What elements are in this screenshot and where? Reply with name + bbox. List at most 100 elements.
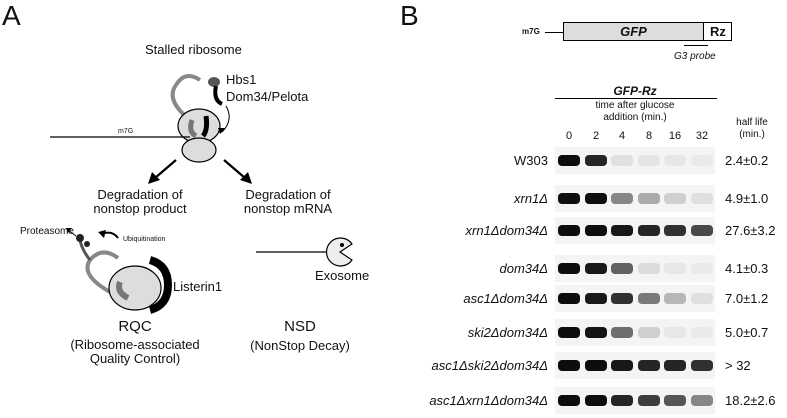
blot-band xyxy=(664,155,686,166)
blot-band xyxy=(691,193,713,204)
strain-label: asc1Δdom34Δ xyxy=(463,291,548,306)
blot-band xyxy=(638,293,660,304)
dom34-label: Dom34/Pelota xyxy=(226,89,309,104)
exosome-icon xyxy=(325,237,353,267)
listerin-label: Listerin1 xyxy=(173,279,223,294)
blot-band xyxy=(585,155,607,166)
blot-band xyxy=(638,155,660,166)
construct-underline xyxy=(555,98,717,99)
blot-band xyxy=(691,263,713,274)
m7g-label-b: m7G xyxy=(522,27,540,36)
lane-label: 4 xyxy=(618,130,626,142)
ubiquitination-label: Ubiquitination xyxy=(123,236,166,243)
probe-line xyxy=(684,45,708,46)
exosome-label: Exosome xyxy=(315,268,370,283)
half-life-label: half life(min.) xyxy=(736,117,768,140)
panel-b-letter: B xyxy=(400,0,419,31)
blot-band xyxy=(558,155,580,166)
strain-label: xrn1Δdom34Δ xyxy=(465,223,548,238)
strain-label: dom34Δ xyxy=(499,261,548,276)
blot-band xyxy=(558,193,580,204)
blot-band xyxy=(691,327,713,338)
arrow-down-left-icon xyxy=(148,172,160,184)
probe-label: G3 probe xyxy=(674,51,716,62)
m7g-label-a: m7G xyxy=(118,128,134,135)
nsd-subtitle: (NonStop Decay) xyxy=(250,338,350,353)
rqc-ribosome-icon xyxy=(108,265,162,311)
blot-band xyxy=(558,225,580,236)
blot-band xyxy=(558,263,580,274)
blot-row xyxy=(555,319,715,346)
half-life-value: 5.0±0.7 xyxy=(725,325,769,340)
blot-band xyxy=(691,225,713,236)
blot-band xyxy=(664,293,686,304)
blot-band xyxy=(585,360,607,371)
blot-band xyxy=(585,193,607,204)
blot-band xyxy=(585,395,607,406)
blot-row xyxy=(555,352,715,379)
blot-band xyxy=(691,395,713,406)
half-life-value: 27.6±3.2 xyxy=(725,223,776,238)
blot-band xyxy=(638,263,660,274)
blot-band xyxy=(611,293,633,304)
blot-band xyxy=(611,360,633,371)
blot-band xyxy=(611,395,633,406)
lane-label: 0 xyxy=(565,130,573,142)
rz-box xyxy=(704,22,732,41)
arrow-down-right-icon xyxy=(240,172,252,184)
blot-band xyxy=(664,193,686,204)
blot-band xyxy=(691,293,713,304)
blot-band xyxy=(638,395,660,406)
half-life-value: > 32 xyxy=(725,358,751,373)
blot-band xyxy=(585,327,607,338)
lane-label: 32 xyxy=(695,130,709,142)
blot-row xyxy=(555,147,715,174)
blot-band xyxy=(638,327,660,338)
half-life-value: 2.4±0.2 xyxy=(725,153,769,168)
blot-row xyxy=(555,255,715,282)
blot-row xyxy=(555,387,715,414)
hbs1-icon xyxy=(208,77,220,87)
blot-band xyxy=(691,360,713,371)
rqc-title: RQC xyxy=(118,318,152,335)
rz-label: Rz xyxy=(710,24,726,39)
blot-band xyxy=(611,327,633,338)
blot-band xyxy=(558,327,580,338)
blot-band xyxy=(638,193,660,204)
nascent-peptide-icon xyxy=(170,74,202,122)
construct-leader-line xyxy=(545,32,563,33)
blot-band xyxy=(611,263,633,274)
lane-label: 16 xyxy=(668,130,682,142)
half-life-value: 4.1±0.3 xyxy=(725,261,769,276)
blot-band xyxy=(558,395,580,406)
construct-name: GFP-Rz xyxy=(613,84,657,98)
blot-band xyxy=(664,395,686,406)
lane-label: 2 xyxy=(592,130,600,142)
proteasome-label: Proteasome xyxy=(20,226,74,237)
blot-band xyxy=(558,360,580,371)
hbs1-label: Hbs1 xyxy=(226,72,257,87)
blot-band xyxy=(558,293,580,304)
blot-band xyxy=(638,360,660,371)
panel-a-diagram xyxy=(50,74,353,314)
strain-label: ski2Δdom34Δ xyxy=(467,325,548,340)
small-subunit-icon xyxy=(181,137,217,163)
blot-row xyxy=(555,185,715,212)
listerin-icon xyxy=(148,256,173,314)
strain-label: W303 xyxy=(514,153,548,168)
strain-label: xrn1Δ xyxy=(513,191,548,206)
half-life-value: 18.2±2.6 xyxy=(725,393,776,408)
blot-band xyxy=(611,225,633,236)
dom34-icon xyxy=(213,85,223,106)
blot-band xyxy=(585,263,607,274)
blot-row xyxy=(555,285,715,312)
blot-band xyxy=(691,155,713,166)
panel-a-letter: A xyxy=(2,0,21,31)
nsd-title: NSD xyxy=(284,318,316,335)
blot-band xyxy=(585,293,607,304)
strain-label: asc1Δxrn1Δdom34Δ xyxy=(429,393,548,408)
